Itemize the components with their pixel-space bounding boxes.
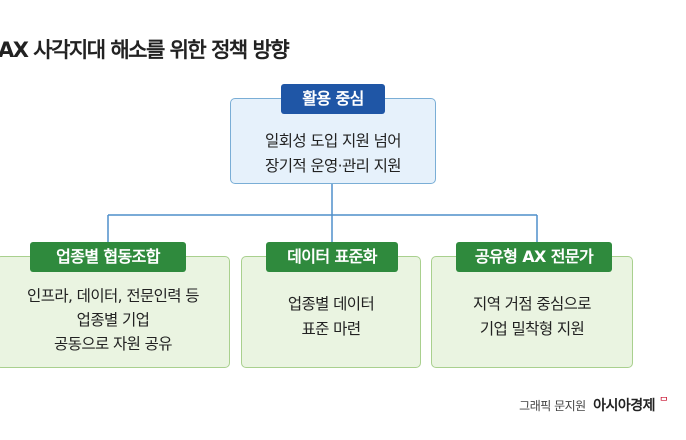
top-box-line-2: 장기적 운영·관리 지원 [265,157,402,175]
pill-cooperative: 업종별 협동조합 [30,242,186,272]
branch-ax-expert-line-2: 기업 밀착형 지원 [479,320,585,338]
diagram-title: AX 사각지대 해소를 위한 정책 방향 [0,38,290,62]
brand-logo: 아시아경제 [593,398,655,414]
graphic-credit: 그래픽 문지원 아시아경제 ᄆ [519,393,668,415]
branch-cooperative-line-2: 업종별 기업 [76,311,150,329]
pill-standardization: 데이터 표준화 [266,242,398,272]
brand-mark-icon: ᄆ [659,397,668,408]
top-box-line-1: 일회성 도입 지원 넘어 [265,132,402,150]
branch-cooperative-line-1: 인프라, 데이터, 전문인력 등 [27,287,200,305]
branch-box-cooperative: 인프라, 데이터, 전문인력 등 업종별 기업 공동으로 자원 공유 [0,256,230,368]
branch-standardization-line-2: 표준 마련 [301,320,362,338]
branch-box-ax-expert: 지역 거점 중심으로 기업 밀착형 지원 [431,256,633,368]
branch-box-standardization: 업종별 데이터 표준 마련 [241,256,421,368]
pill-ax-expert: 공유형 AX 전문가 [456,242,612,272]
top-pill: 활용 중심 [281,84,385,114]
branch-cooperative-line-3: 공동으로 자원 공유 [54,335,173,353]
credit-text: 그래픽 문지원 [519,399,586,413]
branch-standardization-line-1: 업종별 데이터 [287,295,375,313]
branch-ax-expert-line-1: 지역 거점 중심으로 [473,295,592,313]
